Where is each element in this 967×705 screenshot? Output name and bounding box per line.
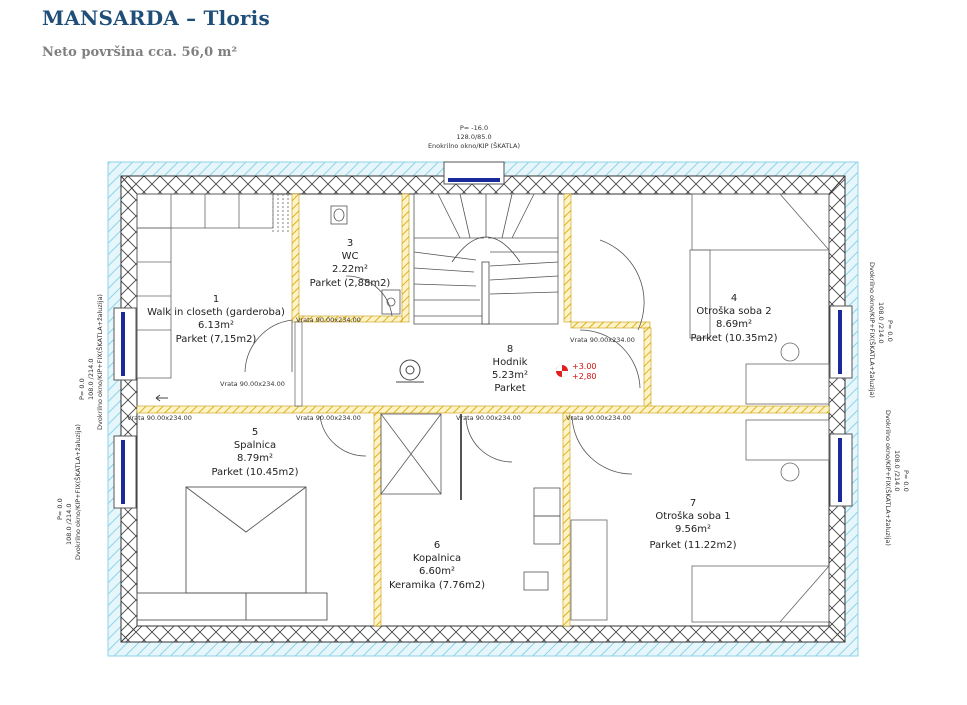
top-window-label: P= -16.0 128.0/85.0 Enokrilno okno/KIP (… <box>428 124 520 150</box>
room-label-7: 7 Otroška soba 1 9.56m² Parket (11.22m2) <box>649 498 736 551</box>
left-window-line1: P= 0.0 <box>78 378 86 400</box>
svg-text:Walk in closeth (garderoba): Walk in closeth (garderoba) <box>147 307 285 318</box>
left-window-lower-line1: P= 0.0 <box>56 498 64 520</box>
svg-text:Kopalnica: Kopalnica <box>413 553 461 564</box>
svg-text:8: 8 <box>507 344 513 355</box>
room7-furniture <box>570 419 830 623</box>
page-subtitle: Neto površina cca. 56,0 m² <box>42 45 238 60</box>
room-label-4: 4 Otroška soba 2 8.69m² Parket (10.35m2) <box>690 293 777 344</box>
window-top <box>443 161 505 185</box>
right-window-lower-line3: Dvokrilno okno/KIP+FIX(ŠKATLA+žaluzija) <box>884 410 893 546</box>
window-right-upper <box>829 305 853 379</box>
left-window-label-lower: P= 0.0 108.0 /214.0 Dvokrilno okno/KIP+F… <box>56 424 82 560</box>
door-label-room4: Vrata 90.00x234.00 <box>570 336 635 344</box>
svg-text:Otroška soba 1: Otroška soba 1 <box>655 510 730 522</box>
svg-text:Parket (7,15m2): Parket (7,15m2) <box>176 334 257 345</box>
svg-text:Otroška soba 2: Otroška soba 2 <box>696 305 771 317</box>
svg-text:Parket (11.22m2): Parket (11.22m2) <box>649 540 736 551</box>
right-window-label-lower: Dvokrilno okno/KIP+FIX(ŠKATLA+žaluzija) … <box>884 410 910 546</box>
svg-text:Parket (2,88m2): Parket (2,88m2) <box>310 278 391 289</box>
arrow-icon <box>155 394 168 402</box>
door-label-hall: Vrata 90.00x234.00 <box>296 414 361 422</box>
svg-text:6.13m²: 6.13m² <box>198 320 234 331</box>
top-window-line1: P= -16.0 <box>460 124 488 132</box>
door-label-room7: Vrata 90.00x234.00 <box>566 414 631 422</box>
left-window-lower-line3: Dvokrilno okno/KIP+FIX(ŠKATLA+žaluzija) <box>73 424 82 560</box>
window-left-lower <box>113 435 137 509</box>
staircase <box>413 193 559 325</box>
svg-text:2.22m²: 2.22m² <box>332 264 368 275</box>
svg-text:5.23m²: 5.23m² <box>492 370 528 381</box>
right-window-line2: 108.0 /214.0 <box>877 302 885 343</box>
window-right-lower <box>829 433 853 507</box>
bathroom-fixtures <box>380 413 561 591</box>
right-window-line1: P= 0.0 <box>886 320 894 342</box>
svg-text:Spalnica: Spalnica <box>234 440 276 451</box>
room4-furniture <box>689 193 830 405</box>
svg-text:4: 4 <box>731 293 737 304</box>
wheelchair-icon <box>396 359 424 383</box>
top-window-line2: 128.0/85.0 <box>456 133 491 141</box>
svg-text:9.56m²: 9.56m² <box>675 524 711 535</box>
svg-text:6: 6 <box>434 540 440 551</box>
level-lower: +2,80 <box>572 372 597 381</box>
partition-walls <box>136 193 830 627</box>
closet-shelves <box>136 193 289 379</box>
right-window-lower-line1: P= 0.0 <box>902 470 910 492</box>
bed-room5 <box>136 486 328 621</box>
svg-text:Hodnik: Hodnik <box>493 357 528 368</box>
room-label-5: 5 Spalnica 8.79m² Parket (10.45m2) <box>211 427 298 478</box>
room-label-8: 8 Hodnik 5.23m² Parket <box>492 344 528 394</box>
left-window-label-upper: P= 0.0 108.0 /214.0 Dvokrilno okno/KIP+F… <box>78 294 104 430</box>
svg-text:8.79m²: 8.79m² <box>237 453 273 464</box>
left-window-line2: 108.0 /214.0 <box>87 359 95 400</box>
svg-text:WC: WC <box>342 251 359 262</box>
left-window-line3: Dvokrilno okno/KIP+FIX(ŠKATLA+žaluzija) <box>95 294 104 430</box>
svg-text:Parket (10.45m2): Parket (10.45m2) <box>211 467 298 478</box>
svg-text:3: 3 <box>347 238 353 249</box>
room-label-3: 3 WC 2.22m² Parket (2,88m2) <box>310 238 391 289</box>
right-window-lower-line2: 108.0 /214.0 <box>893 450 901 491</box>
door-swings <box>244 239 645 475</box>
door-label-closet: Vrata 90.00x234.00 <box>220 380 285 388</box>
svg-text:5: 5 <box>252 427 258 438</box>
door-label-bath: Vrata 90.00x234.00 <box>456 414 521 422</box>
door-label-wc: Vrata 90.00x234.00 <box>296 316 361 324</box>
svg-text:Keramika (7.76m2): Keramika (7.76m2) <box>389 580 485 591</box>
right-window-line3: Dvokrilno okno/KIP+FIX(ŠKATLA+žaluzija) <box>868 262 877 398</box>
window-left-upper <box>113 307 137 381</box>
room-label-1: 1 Walk in closeth (garderoba) 6.13m² Par… <box>147 294 285 345</box>
door-label-room5: Vrata 90.00x234.00 <box>127 414 192 422</box>
level-marker: +3.00 +2,80 <box>556 362 597 381</box>
svg-text:8.69m²: 8.69m² <box>716 319 752 330</box>
svg-text:Parket: Parket <box>494 383 525 394</box>
svg-text:7: 7 <box>690 498 696 509</box>
wc-fixtures <box>330 205 401 315</box>
right-window-label-upper: Dvokrilno okno/KIP+FIX(ŠKATLA+žaluzija) … <box>868 262 894 398</box>
room-label-6: 6 Kopalnica 6.60m² Keramika (7.76m2) <box>389 540 485 591</box>
left-window-lower-line2: 108.0 /214.0 <box>65 504 73 545</box>
door-labels: Vrata 90.00x234.00 Vrata 90.00x234.00 Vr… <box>127 316 635 422</box>
svg-text:1: 1 <box>213 294 219 305</box>
svg-text:Parket (10.35m2): Parket (10.35m2) <box>690 333 777 344</box>
level-upper: +3.00 <box>572 362 597 371</box>
page-title: MANSARDA – Tloris <box>42 6 270 30</box>
top-window-line3: Enokrilno okno/KIP (ŠKATLA) <box>428 141 520 150</box>
svg-text:6.60m²: 6.60m² <box>419 566 455 577</box>
